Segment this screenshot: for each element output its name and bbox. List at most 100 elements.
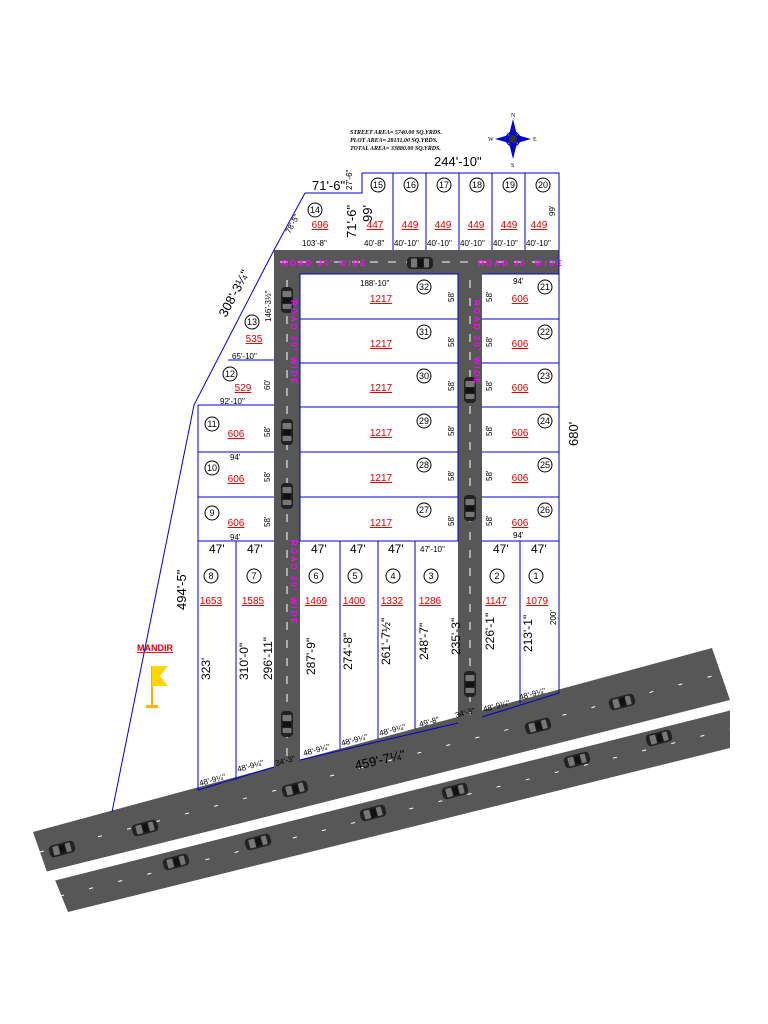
dim-left-diag: 308'-3¼" — [215, 267, 252, 320]
plot-number: 29 — [419, 416, 429, 426]
dim-p11-depth: 58' — [263, 426, 272, 437]
plot-area: 606 — [512, 383, 529, 394]
plot-number-circle — [537, 279, 553, 295]
plot-number-circle — [307, 202, 323, 218]
dim-p9-width: 94' — [230, 533, 241, 542]
dim-top-total: 244'-10" — [434, 154, 482, 169]
plot-number: 19 — [505, 180, 515, 190]
plot-number-circle — [416, 413, 432, 429]
plot-number-circle — [244, 314, 260, 330]
dim-p14-depth: 71'-6" — [344, 204, 359, 238]
plot-area: 535 — [246, 334, 263, 345]
dim-p22-depth: 58' — [485, 336, 494, 347]
plot-number-circle — [469, 177, 485, 193]
plot-area: 1217 — [370, 473, 393, 484]
plot-14: 14 696 — [307, 202, 329, 231]
plot-number-circle — [416, 457, 432, 473]
plot-number: 16 — [406, 180, 416, 190]
dim-top-depth: 27'-6" — [345, 169, 354, 190]
plot-area: 1332 — [381, 596, 404, 607]
dim-p5-depth: 274'-8" — [341, 633, 355, 670]
plot-area: 606 — [512, 428, 529, 439]
plot-area: 1286 — [419, 596, 442, 607]
plot-number: 1 — [533, 571, 538, 581]
dim-p10-width: 94' — [230, 453, 241, 462]
dim-p2-depth: 226'-1" — [483, 613, 497, 650]
dim-p4-depth: 261'-7½" — [379, 618, 393, 665]
dim-p4-width: 47' — [388, 542, 404, 556]
dim-p19-front: 40'-10" — [493, 239, 518, 248]
dim-p31-depth: 58' — [447, 336, 456, 347]
dim-p1-depth-b: 200' — [549, 610, 558, 625]
plot-number-circle — [204, 460, 220, 476]
dim-p9-depth: 58' — [263, 516, 272, 527]
plot-area: 1079 — [526, 596, 549, 607]
area-summary: STREET AREA= 5740.00 SQ.YRDS. PLOT AREA=… — [350, 130, 442, 152]
plot-number: 18 — [472, 180, 482, 190]
dim-p20-depth: 99' — [548, 205, 557, 216]
dim-p17-front: 40'-10" — [427, 239, 452, 248]
plot-area: 606 — [512, 518, 529, 529]
plot-number: 3 — [428, 571, 433, 581]
dim-p2-width: 47' — [493, 542, 509, 556]
street-area-text: STREET AREA= 5740.00 SQ.YRDS. — [350, 130, 442, 136]
dim-p6-depth: 287'-9" — [304, 638, 318, 675]
dim-p27-depth: 58' — [447, 515, 456, 526]
plot-number: 12 — [225, 369, 235, 379]
dim-p12-depth: 60' — [263, 379, 272, 390]
dim-p5-width: 47' — [350, 542, 366, 556]
plot-number: 31 — [419, 327, 429, 337]
dim-p3-depth: 235'-3" — [449, 618, 463, 655]
plot-area: 1585 — [242, 596, 265, 607]
internal-roads — [274, 250, 559, 767]
dim-p3-width: 47'-10" — [420, 545, 445, 554]
plot-31: 31 1217 — [370, 324, 432, 350]
plot-number: 14 — [310, 205, 320, 215]
plot-number: 30 — [419, 371, 429, 381]
plot-area: 696 — [312, 220, 329, 231]
plot-number: 9 — [209, 508, 214, 518]
plot-area: 449 — [501, 220, 518, 231]
plot-area: 529 — [235, 383, 252, 394]
plot-number-circle — [403, 177, 419, 193]
dim-p12-bottom: 92'-10" — [220, 397, 245, 406]
dim-p10-depth: 58' — [263, 471, 272, 482]
left-road-label: ROAD 30' WIDE — [289, 540, 298, 626]
dim-p16-front: 40'-10" — [394, 239, 419, 248]
plot-number: 24 — [540, 416, 550, 426]
plot-area: 606 — [512, 339, 529, 350]
plot-number-circle — [423, 568, 439, 584]
plot-area: 1469 — [305, 596, 328, 607]
plot-number: 5 — [352, 571, 357, 581]
plot-number-circle — [204, 505, 220, 521]
flag-icon — [146, 666, 168, 708]
plot-area: 1217 — [370, 294, 393, 305]
plot-number-circle — [416, 502, 432, 518]
plot-number-circle — [489, 568, 505, 584]
dim-p28-depth: 58' — [447, 470, 456, 481]
plot-3: 3 1286 — [419, 568, 442, 607]
top-road-label: ROAD 30' WIDE — [282, 259, 368, 268]
plot-area: 1217 — [370, 339, 393, 350]
plot-number: 21 — [540, 282, 550, 292]
plot-number: 10 — [207, 463, 217, 473]
main-highway — [33, 648, 731, 912]
